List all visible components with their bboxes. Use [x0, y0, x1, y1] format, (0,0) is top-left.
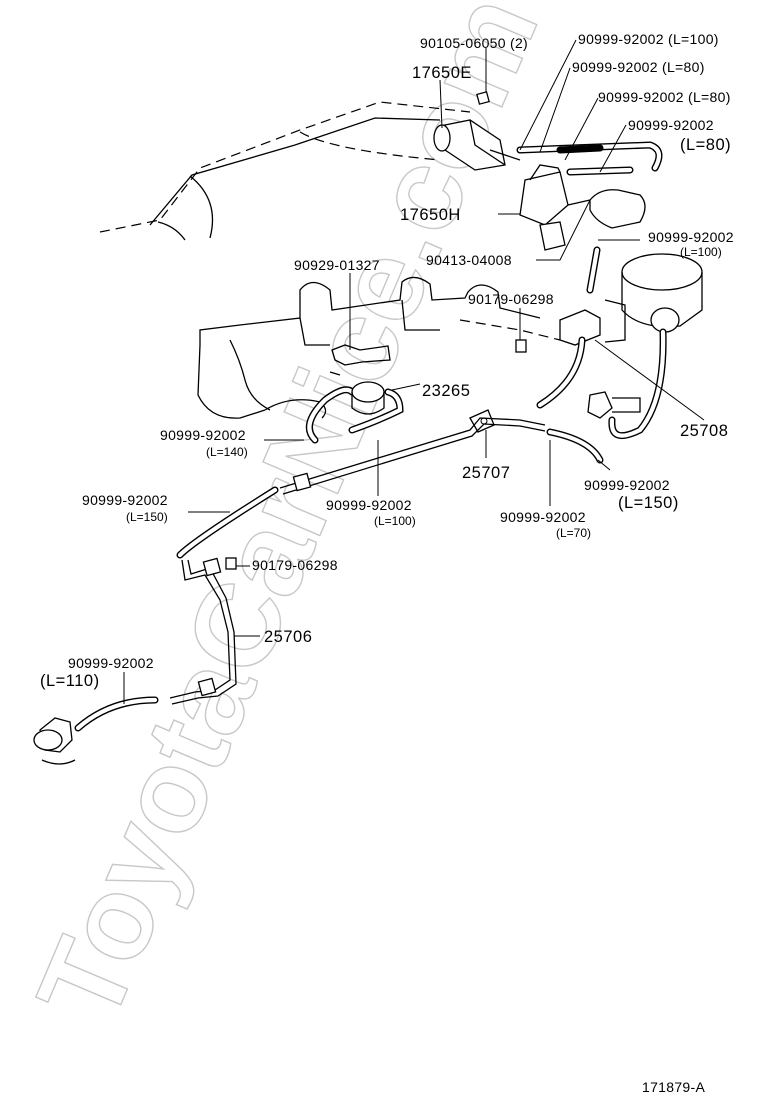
label-90999-92002-L100-right-length: (L=100): [680, 245, 722, 259]
label-90999-92002-L110-length: (L=110): [40, 672, 100, 690]
label-90999-92002-L80-c: 90999-92002: [628, 117, 714, 133]
label-90999-92002-L110: 90999-92002: [68, 655, 154, 671]
vacuum-pipes: [169, 339, 546, 705]
label-17650H: 17650H: [400, 206, 461, 224]
vacuum-hoses: [74, 141, 667, 732]
label-90999-92002-L140-length: (L=140): [206, 445, 248, 459]
label-90999-92002-L70-length: (L=70): [556, 526, 591, 540]
label-25706: 25706: [264, 628, 312, 646]
label-90999-92002-L100-mid: 90999-92002: [326, 497, 412, 513]
vacuum-filter-23265: [351, 381, 385, 415]
label-90179-06298-top: 90179-06298: [468, 291, 554, 307]
leader-lines: [123, 39, 705, 704]
label-23265: 23265: [422, 382, 470, 400]
label-90179-06298-bottom: 90179-06298: [252, 557, 338, 573]
label-90999-92002-L100-mid-length: (L=100): [374, 514, 416, 528]
label-90999-92002-L80-a: 90999-92002 (L=80): [572, 59, 705, 75]
label-90999-92002-L150-right: 90999-92002: [584, 477, 670, 493]
label-17650E: 17650E: [412, 64, 472, 82]
vsv-17650H: [519, 164, 591, 251]
figure-code: 171879-A: [642, 1079, 705, 1095]
label-90999-92002-L150-left-length: (L=150): [126, 510, 168, 524]
label-25708: 25708: [680, 422, 728, 440]
label-25707: 25707: [462, 464, 510, 482]
label-90105-06050: 90105-06050 (2): [420, 35, 528, 51]
label-90999-92002-L100-top: 90999-92002 (L=100): [578, 31, 719, 47]
fitting-bottom-left: [33, 717, 76, 765]
label-90999-92002-L80-b: 90999-92002 (L=80): [598, 89, 731, 105]
label-90999-92002-L150-left: 90999-92002: [82, 492, 168, 508]
callout-labels: 90105-06050 (2) 17650E 90999-92002 (L=10…: [40, 31, 734, 690]
vsv-17650E: [433, 91, 521, 171]
label-90999-92002-L140: 90999-92002: [160, 427, 246, 443]
label-90999-92002-L70: 90999-92002: [500, 509, 586, 525]
label-90999-92002-L150-right-length: (L=150): [618, 494, 679, 512]
label-90999-92002-L80-c-length: (L=80): [680, 136, 731, 154]
label-90999-92002-L100-right: 90999-92002: [648, 229, 734, 245]
label-90413-04008: 90413-04008: [426, 252, 512, 268]
label-90929-01327: 90929-01327: [294, 257, 380, 273]
